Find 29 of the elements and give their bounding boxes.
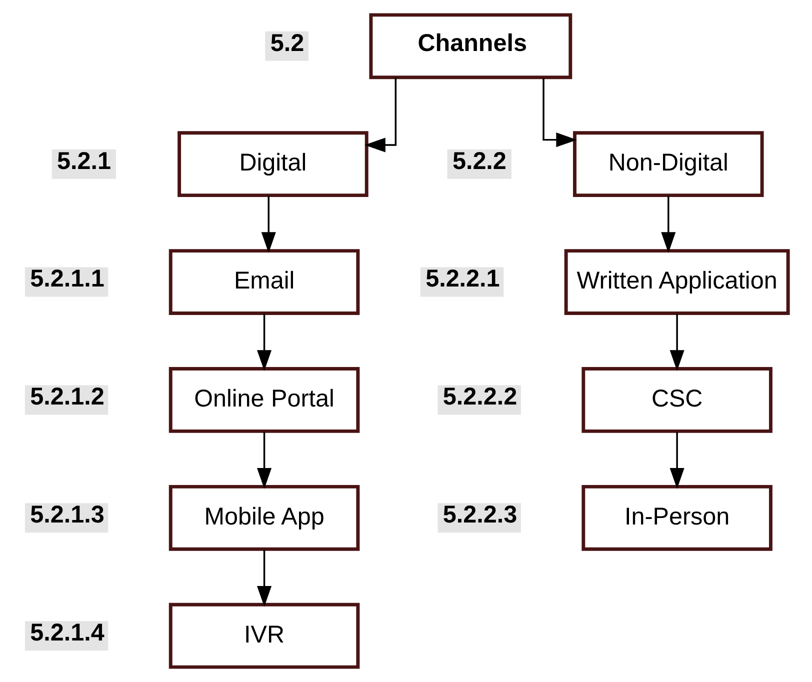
- arrow: [660, 196, 676, 253]
- arrow: [669, 432, 684, 489]
- node-box: Digital: [177, 131, 368, 198]
- node-label: 5.2.1.3: [30, 502, 104, 529]
- node-box: Email: [168, 249, 360, 315]
- arrow: [364, 77, 396, 152]
- node-label: 5.2.2.2: [442, 384, 517, 411]
- node-label: 5.2.1.1: [30, 266, 104, 293]
- node-label: 5.2.2.3: [442, 502, 517, 529]
- node-box: CSC: [581, 367, 772, 433]
- node-label: 5.2.1: [56, 148, 111, 175]
- node-label: 5.2.1.2: [30, 384, 104, 411]
- node-box: Mobile App: [168, 484, 360, 551]
- node-label: 5.2.2.1: [425, 266, 500, 293]
- arrow: [260, 196, 276, 253]
- node-box: IVR: [168, 602, 360, 669]
- node-box: In-Person: [581, 484, 772, 551]
- node-label: 5.2.1.4: [30, 620, 104, 647]
- node-box: Written Application: [564, 249, 790, 315]
- node-box: Channels: [368, 13, 572, 80]
- arrow: [256, 314, 272, 371]
- node-label: 5.2.2: [452, 148, 506, 175]
- arrow: [669, 314, 684, 371]
- node-label: 5.2: [270, 30, 304, 57]
- arrow: [256, 432, 272, 489]
- arrow: [256, 550, 272, 607]
- node-box: Online Portal: [168, 367, 360, 433]
- node-box: Non-Digital: [572, 131, 764, 198]
- arrow: [542, 78, 576, 148]
